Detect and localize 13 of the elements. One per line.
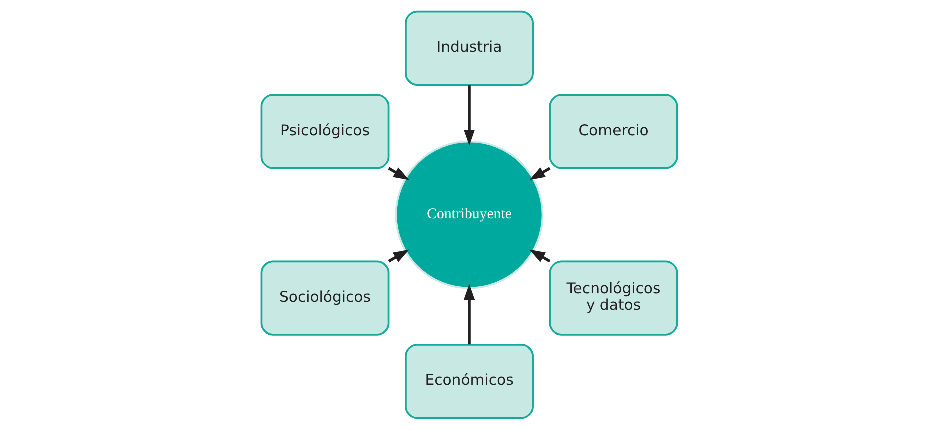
node-box: Industria (404, 10, 534, 86)
node-circle: Contribuyente (394, 140, 544, 290)
node-box: Sociológicos (260, 260, 390, 336)
arrow (463, 85, 475, 146)
node-box: Comercio (548, 94, 678, 170)
arrow (529, 167, 550, 180)
arrow (388, 167, 409, 180)
node-box: Económicos (404, 344, 534, 420)
arrow (388, 250, 409, 263)
arrow (529, 250, 550, 263)
node-box: Tecnológicos y datos (548, 260, 678, 336)
node-box: Psicológicos (260, 94, 390, 170)
arrow (463, 284, 475, 345)
